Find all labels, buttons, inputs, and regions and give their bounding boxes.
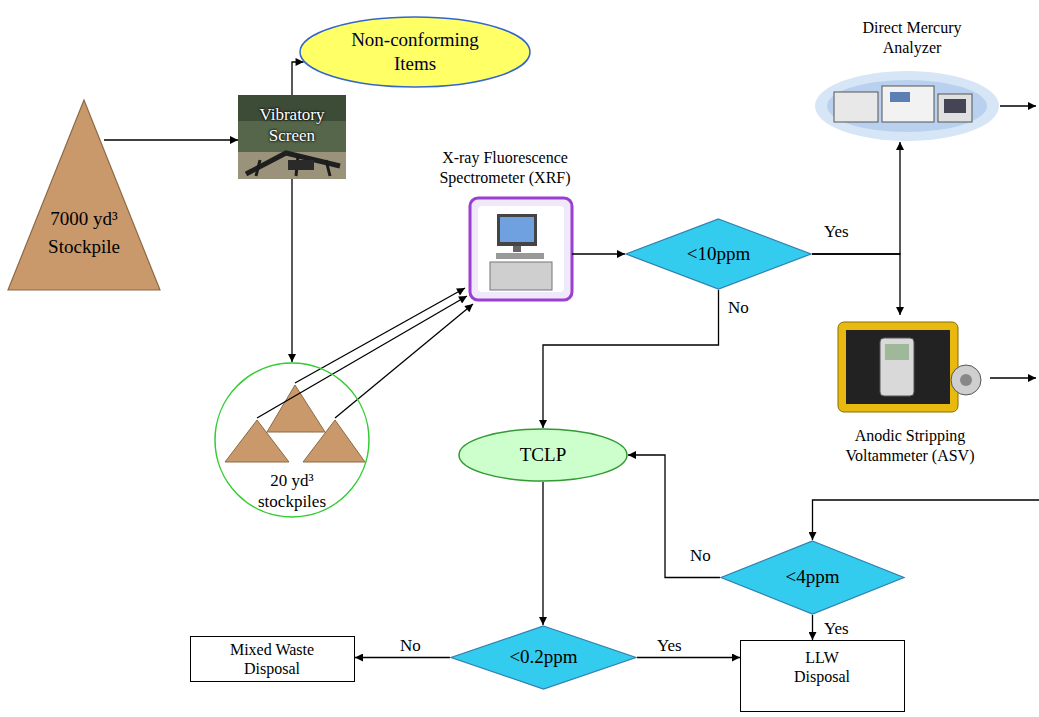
vibratory-screen: Vibratory Screen (238, 95, 346, 179)
flow-arrow (104, 139, 238, 140)
text-block: <4ppm (764, 557, 861, 597)
tclp-ellipse: TCLP (458, 428, 628, 482)
flow-arrow (355, 657, 450, 658)
stockpile-triangle: 7000 yd³ Stockpile (8, 100, 160, 290)
disposal-box: Mixed Waste Disposal (190, 636, 355, 682)
xrf-picture (470, 198, 572, 300)
flow-arrow (812, 254, 900, 315)
branch-label: Yes (822, 222, 851, 241)
flow-arrow (542, 482, 543, 625)
node-outline (8, 100, 160, 290)
text-block: <0.2ppm (494, 637, 593, 677)
decision-diamond: <4ppm (720, 540, 905, 615)
node-label: TCLP (520, 444, 566, 466)
node-label: X-ray Fluorescence Spectrometer (XRF) (425, 148, 585, 188)
node-label: <4ppm (786, 566, 840, 588)
disposal-box: LLW Disposal (740, 640, 905, 712)
flow-arrow (257, 296, 467, 418)
text-block: 7000 yd³ Stockpile (40, 202, 128, 264)
text-block: Mixed Waste Disposal (217, 638, 327, 680)
node-label: Anodic Stripping Voltammeter (ASV) (835, 426, 985, 466)
text-block: Anodic Stripping Voltammeter (ASV) (835, 422, 985, 470)
text-block: Non-conforming Items (335, 22, 495, 82)
branch-label: No (688, 546, 713, 565)
screen-photo (238, 95, 346, 179)
node-label: 20 yd³ stockpiles (242, 470, 342, 512)
node-label: <10ppm (687, 243, 751, 265)
branch-label: No (726, 298, 751, 317)
offpage-arrows (813, 106, 1039, 540)
flow-arrow (812, 142, 900, 254)
flow-arrow (292, 62, 304, 95)
mercury-analyzer-picture (815, 71, 999, 141)
mercury-analyzer: Direct Mercury Analyzer (815, 70, 1000, 142)
flow-arrow (812, 615, 813, 640)
branch-label: Yes (655, 636, 684, 655)
branch-label: Yes (822, 619, 851, 638)
node-label: Mixed Waste Disposal (217, 640, 327, 678)
node-label: Direct Mercury Analyzer (852, 18, 972, 58)
flow-arrow (543, 290, 719, 428)
asv-picture (838, 322, 981, 412)
flow-arrow (291, 179, 292, 362)
flow-arrow (572, 253, 625, 254)
node-label: LLW Disposal (782, 648, 862, 686)
text-block: 20 yd³ stockpiles (242, 469, 342, 513)
flow-arrow (637, 657, 740, 658)
text-block: <10ppm (669, 234, 768, 274)
decision-diamond: <10ppm (625, 218, 812, 290)
node-label: Non-conforming Items (335, 28, 495, 76)
node-outline (299, 16, 531, 88)
reject-ellipse: Non-conforming Items (299, 16, 531, 88)
branch-label: No (398, 636, 423, 655)
asv-instrument: Anodic Stripping Voltammeter (ASV) (830, 315, 990, 420)
text-block: Direct Mercury Analyzer (852, 14, 972, 62)
text-block: X-ray Fluorescence Spectrometer (XRF) (425, 144, 585, 192)
flow-arrow (628, 455, 720, 578)
stockpile-group-circle: 20 yd³ stockpiles (214, 362, 370, 518)
node-label: <0.2ppm (509, 646, 577, 668)
text-block: Vibratory Screen (252, 101, 332, 149)
text-block: TCLP (488, 434, 598, 476)
node-label: 7000 yd³ Stockpile (40, 205, 128, 261)
text-block: LLW Disposal (782, 644, 862, 690)
xrf-instrument: X-ray Fluorescence Spectrometer (XRF) (470, 198, 572, 300)
node-label: Vibratory Screen (252, 104, 332, 146)
decision-diamond: <0.2ppm (450, 625, 637, 690)
flow-arrow (335, 304, 473, 418)
